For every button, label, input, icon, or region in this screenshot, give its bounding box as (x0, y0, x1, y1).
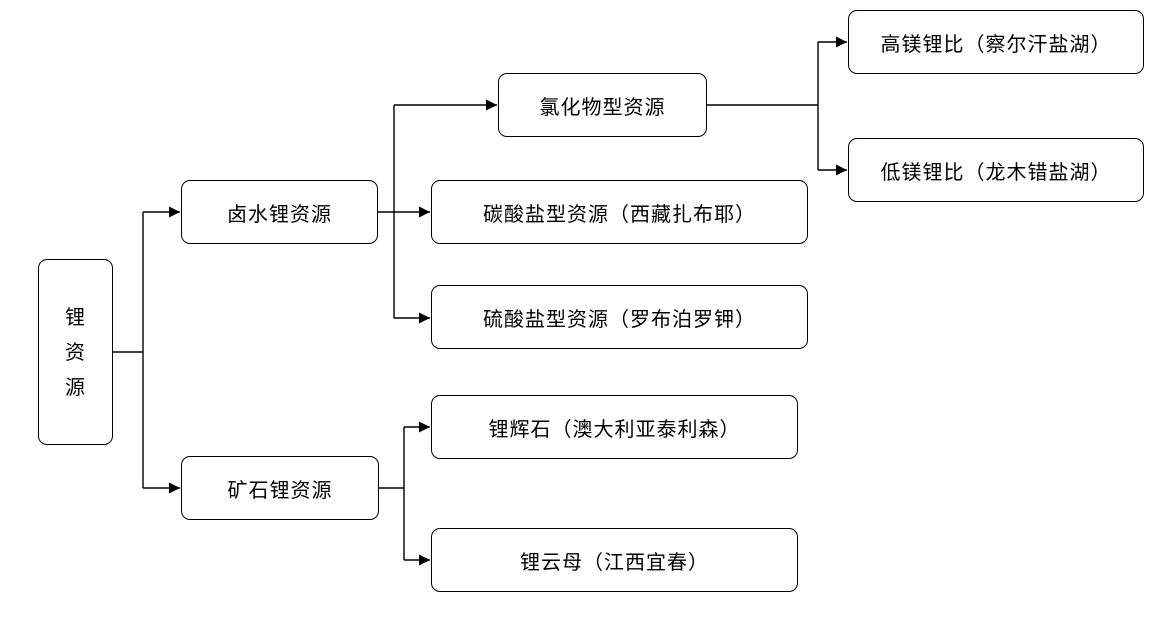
connector-chloride-trunk (707, 42, 819, 170)
connector-ore-trunk (379, 427, 405, 560)
node-brine-lithium: 卤水锂资源 (181, 180, 378, 244)
connector-root-trunk (113, 212, 144, 488)
node-lithium-resources-char-3: 源 (65, 374, 86, 399)
node-lithium-resources-char-1: 锂 (65, 304, 86, 329)
connector-brine-trunk (377, 105, 395, 318)
node-sulfate-type: 硫酸盐型资源（罗布泊罗钾） (431, 285, 808, 349)
node-carbonate-type: 碳酸盐型资源（西藏扎布耶） (431, 180, 808, 244)
node-lepidolite: 锂云母（江西宜春） (431, 528, 798, 592)
node-lithium-resources-char-2: 资 (65, 339, 86, 364)
node-chloride-type: 氯化物型资源 (498, 73, 707, 137)
node-low-mg-li-ratio: 低镁锂比（龙木错盐湖） (848, 138, 1144, 202)
node-ore-lithium: 矿石锂资源 (181, 456, 379, 520)
node-spodumene: 锂辉石（澳大利亚泰利森） (431, 395, 798, 459)
node-lithium-resources: 锂 资 源 (38, 259, 113, 445)
node-high-mg-li-ratio: 高镁锂比（察尔汗盐湖） (848, 10, 1144, 74)
